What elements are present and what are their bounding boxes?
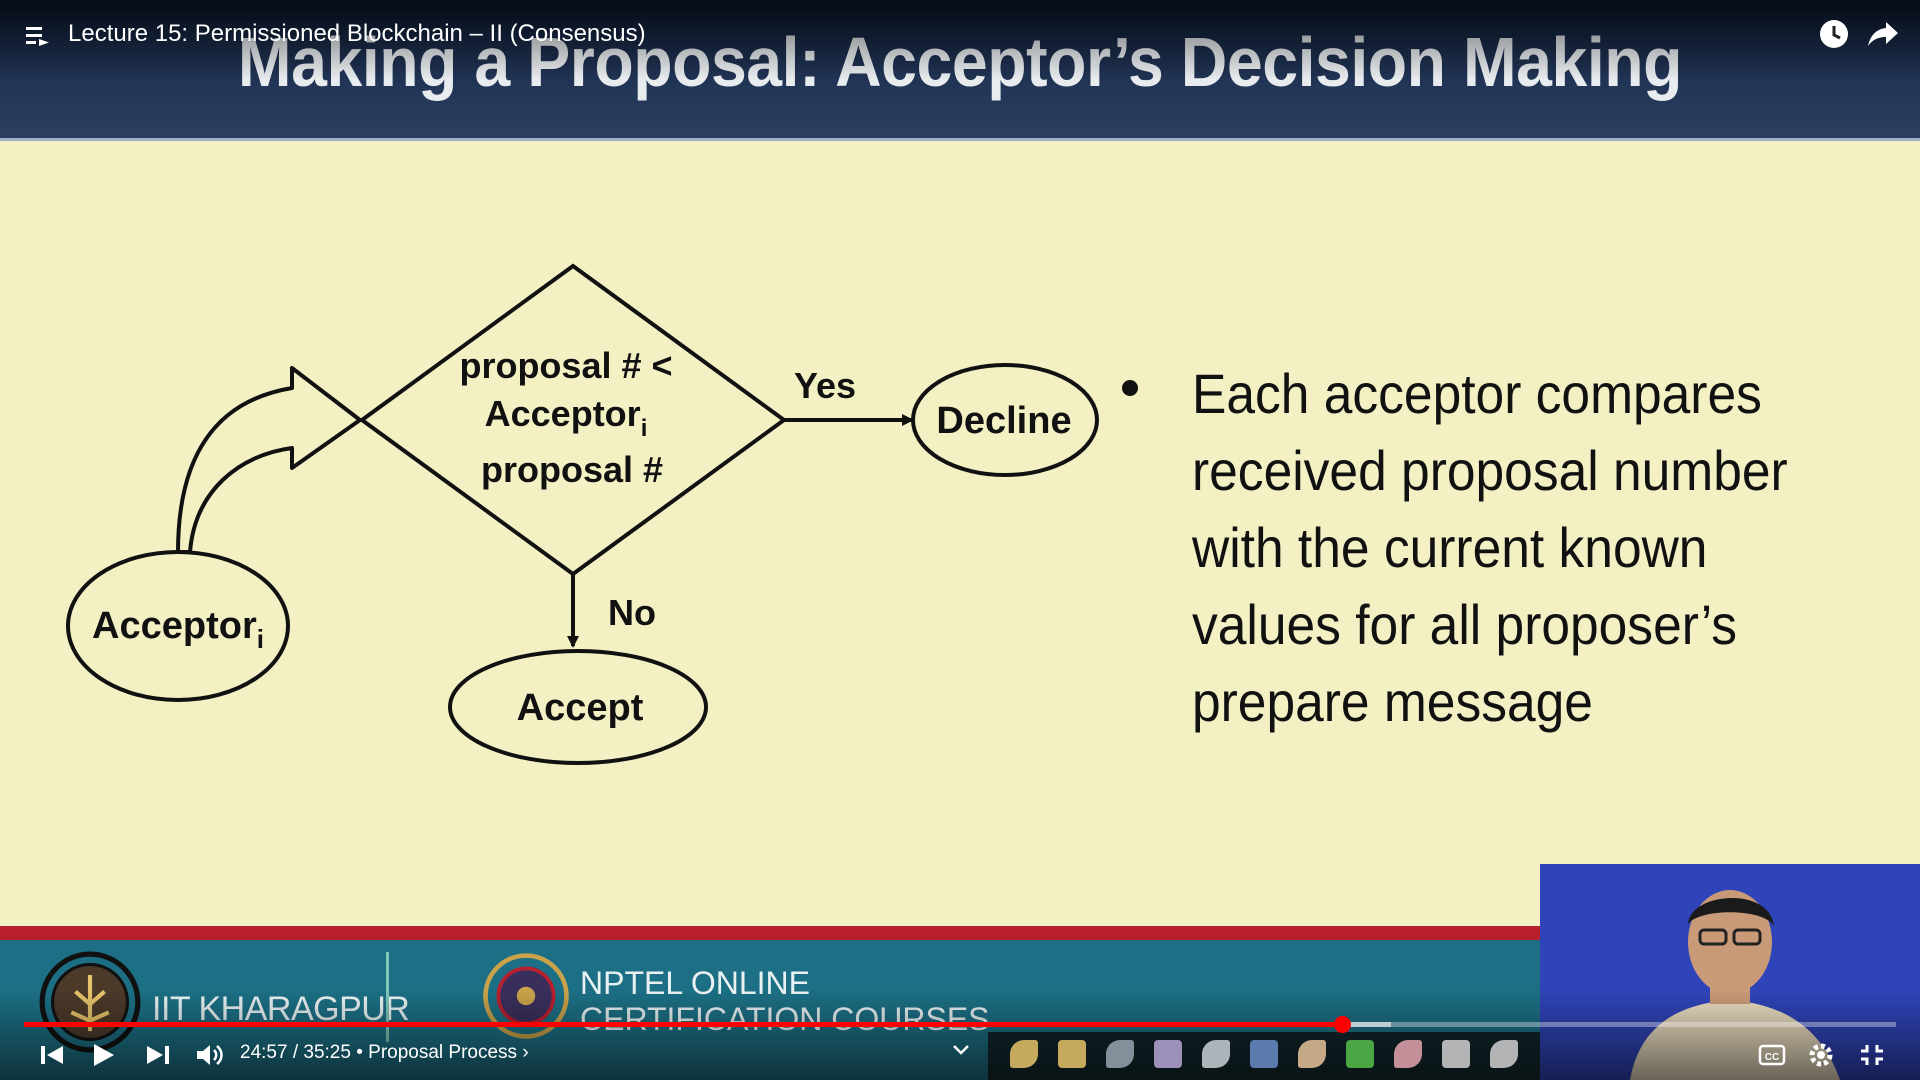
no-label: No <box>608 592 656 633</box>
volume-icon[interactable] <box>194 1040 226 1070</box>
bullet-text: Each acceptor compares received proposal… <box>1192 355 1818 740</box>
exit-fullscreen-icon[interactable] <box>1858 1040 1886 1070</box>
progress-bar[interactable] <box>24 1016 1896 1033</box>
green-marker-icon[interactable] <box>1346 1040 1374 1068</box>
slide-body <box>0 141 1920 926</box>
bullet-line: values for all proposer’s <box>1192 593 1738 656</box>
pencil-icon[interactable] <box>1298 1040 1326 1068</box>
decline-node <box>911 363 1099 477</box>
watch-later-icon[interactable] <box>1818 18 1850 50</box>
settings-icon[interactable] <box>1806 1040 1836 1070</box>
dots-icon[interactable] <box>1490 1040 1518 1068</box>
bullet-line: prepare message <box>1192 670 1593 733</box>
acceptor-node <box>66 550 290 702</box>
curved-flow-arrow <box>176 366 362 554</box>
time-and-chapter[interactable]: 24:57 / 35:25 • Proposal Process › <box>240 1042 529 1064</box>
decision-text-line1: proposal # < <box>459 345 672 386</box>
playlist-icon[interactable] <box>24 22 52 50</box>
footer-divider <box>386 952 389 1042</box>
bullet-line: with the current known <box>1192 516 1708 579</box>
iit-kharagpur-logo <box>39 951 141 1053</box>
footer-red-stripe <box>0 926 1540 940</box>
screen-capture-icon[interactable] <box>1250 1040 1278 1068</box>
pink-eraser-icon[interactable] <box>1394 1040 1422 1068</box>
marker-icon[interactable] <box>1154 1040 1182 1068</box>
video-title[interactable]: Lecture 15: Permissioned Blockchain – II… <box>68 20 646 47</box>
nptel-line1: NPTEL ONLINE <box>580 965 810 1001</box>
progress-scrubber-handle[interactable] <box>1334 1016 1351 1033</box>
captions-icon[interactable]: CC <box>1758 1040 1786 1070</box>
cursor-icon[interactable] <box>1442 1040 1470 1068</box>
bullet-point <box>1122 380 1138 396</box>
yes-label: Yes <box>794 365 856 406</box>
decision-text-line2: Acceptori <box>485 393 648 442</box>
bullet-line: Each acceptor compares <box>1192 362 1762 425</box>
play-icon[interactable] <box>88 1040 118 1070</box>
progress-buffered <box>1342 1022 1391 1027</box>
nptel-line2: CERTIFICATION COURSES <box>580 1001 990 1037</box>
bullet-line: received proposal number <box>1192 439 1788 502</box>
share-icon[interactable] <box>1866 18 1900 50</box>
eraser-tool-icon[interactable] <box>1106 1040 1134 1068</box>
previous-icon[interactable] <box>38 1040 66 1070</box>
time-display: 24:57 / 35:25 <box>240 1042 351 1063</box>
decision-text-line3: proposal # <box>481 449 663 490</box>
accept-node <box>448 649 708 765</box>
accept-label: Accept <box>517 687 644 729</box>
chapter-title[interactable]: • Proposal Process › <box>356 1042 529 1063</box>
progress-played <box>24 1022 1342 1027</box>
highlighter-icon[interactable] <box>1058 1040 1086 1068</box>
next-icon[interactable] <box>144 1040 172 1070</box>
decline-label: Decline <box>936 400 1071 442</box>
nptel-logo <box>483 953 569 1039</box>
acceptor-label: Acceptori <box>92 605 264 654</box>
svg-text:CC: CC <box>1765 1052 1779 1063</box>
pen-tool-icon[interactable] <box>1010 1040 1038 1068</box>
expand-chevron-icon[interactable] <box>950 1040 972 1060</box>
pointer-tool-icon[interactable] <box>1202 1040 1230 1068</box>
slide-header-divider <box>0 138 1920 141</box>
